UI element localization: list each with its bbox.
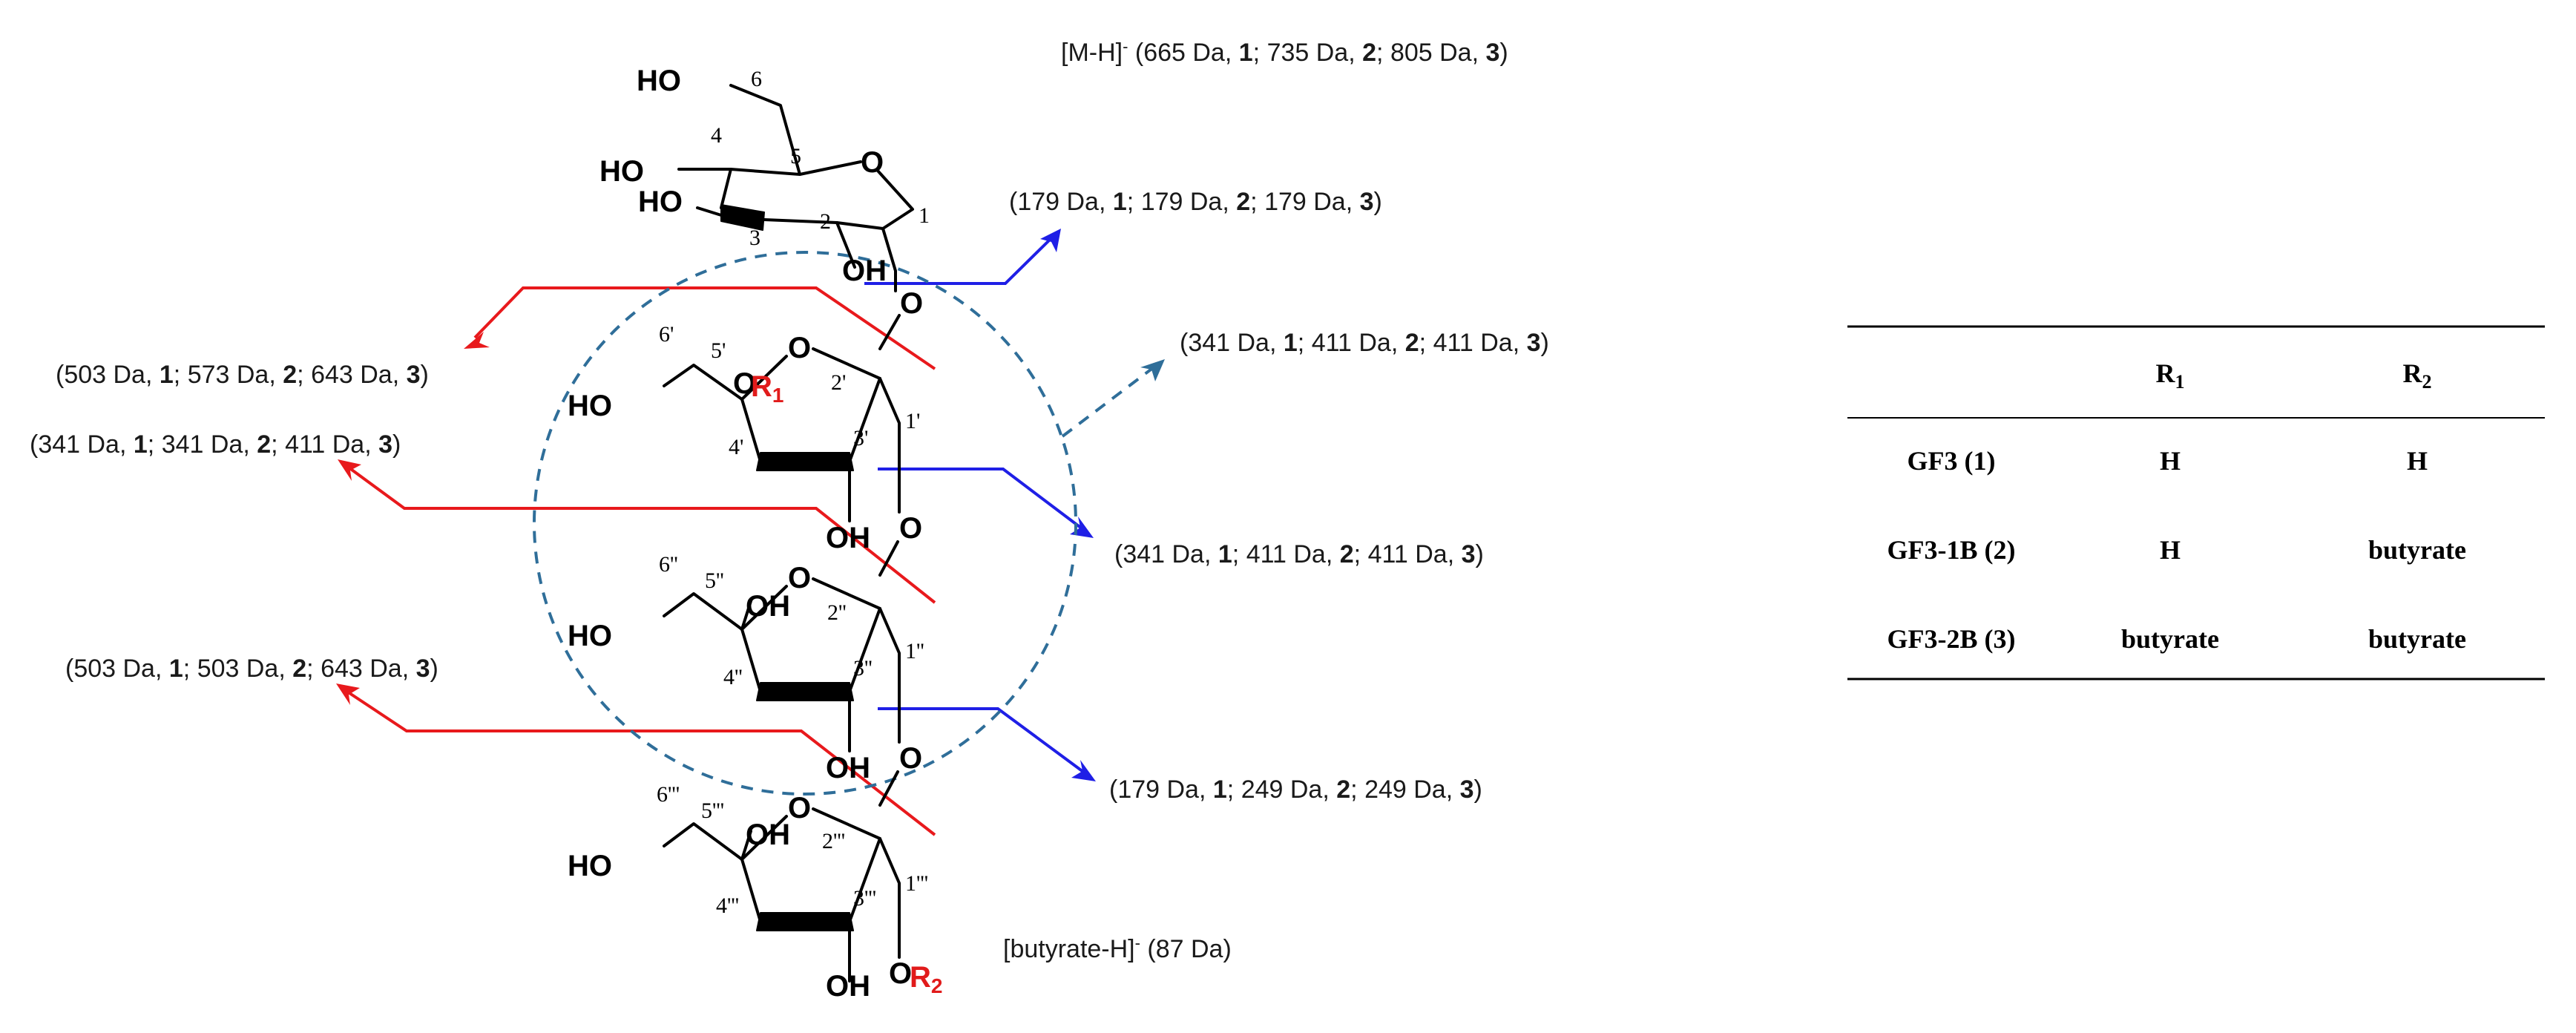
locant-f2-2: 2'' xyxy=(827,600,847,625)
glucose-unit: O HO HO HO OH 6 5 4 3 2 1 xyxy=(599,65,930,292)
table-row-2-name: GF3-1B (2) xyxy=(1887,535,2016,565)
glucose-4-ho: HO xyxy=(599,155,644,188)
r2-label: R2 xyxy=(910,961,942,997)
red-cleavage-line-2 xyxy=(347,466,936,604)
red-cleavage-lines xyxy=(336,286,936,836)
dashed-arrowhead xyxy=(1140,359,1165,381)
table-row-3-r2: butyrate xyxy=(2368,624,2466,654)
locant-f3-2: 2''' xyxy=(822,829,845,853)
locant-f1-5: 5' xyxy=(711,338,726,363)
annotation-red-503b: (503 Da, 1; 503 Da, 2; 643 Da, 3) xyxy=(65,655,438,683)
locant-f1-3: 3' xyxy=(853,426,868,450)
locant-f2-4: 4'' xyxy=(723,665,743,689)
table-row-2-r2: butyrate xyxy=(2368,535,2466,565)
table-header-r2: R2 xyxy=(2403,358,2432,393)
fructose-2-ring-oxygen: O xyxy=(788,562,811,594)
fructose-3-4-oh: OH xyxy=(746,819,790,851)
locant-g6: 6 xyxy=(751,67,762,91)
annotation-dashed-341: (341 Da, 1; 411 Da, 2; 411 Da, 3) xyxy=(1180,329,1549,357)
annotation-blue-179b: (179 Da, 1; 249 Da, 2; 249 Da, 3) xyxy=(1109,775,1482,804)
locant-g5: 5 xyxy=(790,144,801,168)
locant-f3-1: 1''' xyxy=(905,871,928,896)
annotation-red-503a: (503 Da, 1; 573 Da, 2; 643 Da, 3) xyxy=(56,361,429,389)
r1-label: R1 xyxy=(751,370,783,407)
glycosidic-oxygen-3: O xyxy=(899,742,922,775)
glucose-3-ho: HO xyxy=(638,186,683,218)
locant-f2-6: 6'' xyxy=(659,552,678,577)
blue-arrowhead-3 xyxy=(1071,760,1096,781)
blue-cleavage-lines xyxy=(864,229,1096,781)
locant-f1-4: 4' xyxy=(729,435,743,459)
locant-f2-1: 1'' xyxy=(905,639,924,663)
locant-f1-1: 1' xyxy=(905,409,920,433)
locant-f3-4: 4''' xyxy=(716,893,739,918)
blue-arrowhead-2 xyxy=(1070,516,1094,538)
blue-cleavage-line-2 xyxy=(878,468,1083,530)
locant-f1-2: 2' xyxy=(831,370,846,395)
locant-g2: 2 xyxy=(820,209,831,234)
locant-f2-5: 5'' xyxy=(705,568,724,593)
locant-g3: 3 xyxy=(749,226,760,250)
fructose-3-ho: HO xyxy=(568,850,612,882)
dashed-arrow-line xyxy=(1061,366,1155,438)
locant-g4: 4 xyxy=(711,123,722,148)
table-row-2-r1: H xyxy=(2160,535,2181,565)
fructose-3-1-o: O xyxy=(889,957,912,990)
red-cleavage-line-3 xyxy=(346,690,936,836)
blue-cleavage-line-3 xyxy=(878,707,1085,773)
fructose-1-o: O xyxy=(733,367,756,400)
locant-g1: 1 xyxy=(919,203,930,228)
annotation-red-341: (341 Da, 1; 341 Da, 2; 411 Da, 3) xyxy=(30,430,401,459)
fructose-unit-1: O HO O R1 OH 6' 5' 4' 3' 2' 1' xyxy=(568,322,920,554)
dashed-fragment-circle xyxy=(533,251,1077,796)
fructose-1-ho: HO xyxy=(568,390,612,422)
glucose-ring-bonds xyxy=(720,160,914,230)
fructose-unit-3: O HO OH OH O R2 6''' 5''' 4''' 3''' 2'''… xyxy=(568,782,942,1003)
blue-cleavage-line-1 xyxy=(864,238,1051,285)
substituent-table: R1 R2 GF3 (1) H H GF3-1B (2) H butyrate … xyxy=(1847,325,2545,681)
annotation-m-h: [M-H]- (665 Da, 1; 735 Da, 2; 805 Da, 3) xyxy=(1061,37,1508,67)
red-arrowhead-3 xyxy=(336,683,360,705)
table-row-3-r1: butyrate xyxy=(2121,624,2219,654)
table-row-1-name: GF3 (1) xyxy=(1908,446,1996,476)
glucose-2-oh: OH xyxy=(842,255,887,287)
red-arrowhead-2 xyxy=(338,459,361,481)
annotation-butyrate: [butyrate-H]- (87 Da) xyxy=(1003,934,1232,963)
fructose-2-3-oh: OH xyxy=(826,752,870,784)
locant-f3-3: 3''' xyxy=(853,886,876,911)
locant-f3-6: 6''' xyxy=(657,782,680,807)
red-arrowhead-1 xyxy=(464,332,490,349)
table-header-r1: R1 xyxy=(2156,358,2185,393)
glycosidic-oxygen-1: O xyxy=(900,287,923,320)
table-row-3-name: GF3-2B (3) xyxy=(1887,624,2016,654)
locant-f1-6: 6' xyxy=(659,322,674,347)
glucose-substituent-bonds xyxy=(677,84,897,292)
fructose-1-ring-oxygen: O xyxy=(788,332,811,364)
glucose-6-ho: HO xyxy=(637,65,681,97)
locant-f3-5: 5''' xyxy=(701,798,724,823)
table-row-1-r1: H xyxy=(2160,446,2181,476)
fructose-2-4-oh: OH xyxy=(746,590,790,623)
fructose-1-3-oh: OH xyxy=(826,522,870,554)
annotation-blue-179: (179 Da, 1; 179 Da, 2; 179 Da, 3) xyxy=(1009,188,1382,216)
glucose-ring-oxygen: O xyxy=(861,146,884,179)
locant-f2-3: 3'' xyxy=(853,656,873,681)
fructose-unit-2: O HO OH OH 6'' 5'' 4'' 3'' 2'' 1'' xyxy=(568,552,924,784)
fructose-2-ho: HO xyxy=(568,620,612,652)
fructose-3-ring-oxygen: O xyxy=(788,792,811,824)
annotation-blue-341: (341 Da, 1; 411 Da, 2; 411 Da, 3) xyxy=(1114,540,1484,568)
blue-arrowhead-1 xyxy=(1040,229,1061,252)
red-cleavage-line-1 xyxy=(473,286,936,370)
table-row-1-r2: H xyxy=(2407,446,2428,476)
fructose-3-3-oh: OH xyxy=(826,970,870,1003)
glycosidic-oxygen-2: O xyxy=(899,512,922,545)
